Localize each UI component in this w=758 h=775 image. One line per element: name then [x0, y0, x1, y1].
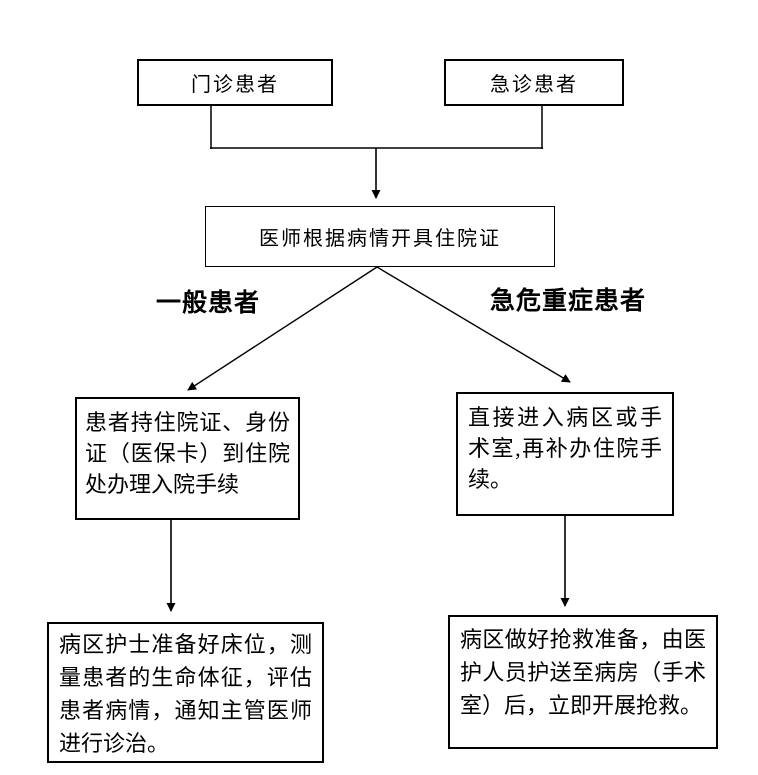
node-direct-ward: 直接进入病区或手术室,再补办住院手续。	[456, 392, 674, 516]
node-rescue: 病区做好抢救准备，由医护人员护送至病房（手术室）后，立即开展抢救。	[448, 615, 718, 749]
node-general-procedure-label: 患者持住院证、身份证（医保卡）到住院处办理入院手续	[85, 410, 290, 497]
node-emergency: 急诊患者	[444, 59, 624, 106]
node-ward-prep-label: 病区护士准备好床位，测量患者的生命体征，评估患者病情，通知主管医师进行诊治。	[59, 632, 312, 756]
node-direct-ward-label: 直接进入病区或手术室,再补办住院手续。	[468, 405, 662, 492]
node-emergency-label: 急诊患者	[490, 74, 578, 96]
branch-label-general: 一般患者	[156, 290, 261, 317]
node-admission-cert: 医师根据病情开具住院证	[205, 206, 555, 267]
node-ward-prep: 病区护士准备好床位，测量患者的生命体征，评估患者病情，通知主管医师进行诊治。	[47, 622, 324, 763]
node-general-procedure: 患者持住院证、身份证（医保卡）到住院处办理入院手续	[75, 397, 300, 520]
node-outpatient-label: 门诊患者	[191, 74, 279, 96]
node-rescue-label: 病区做好抢救准备，由医护人员护送至病房（手术室）后，立即开展抢救。	[460, 627, 706, 718]
node-outpatient: 门诊患者	[137, 59, 333, 106]
branch-label-critical: 急危重症患者	[490, 288, 647, 315]
node-admission-cert-label: 医师根据病情开具住院证	[259, 228, 501, 250]
